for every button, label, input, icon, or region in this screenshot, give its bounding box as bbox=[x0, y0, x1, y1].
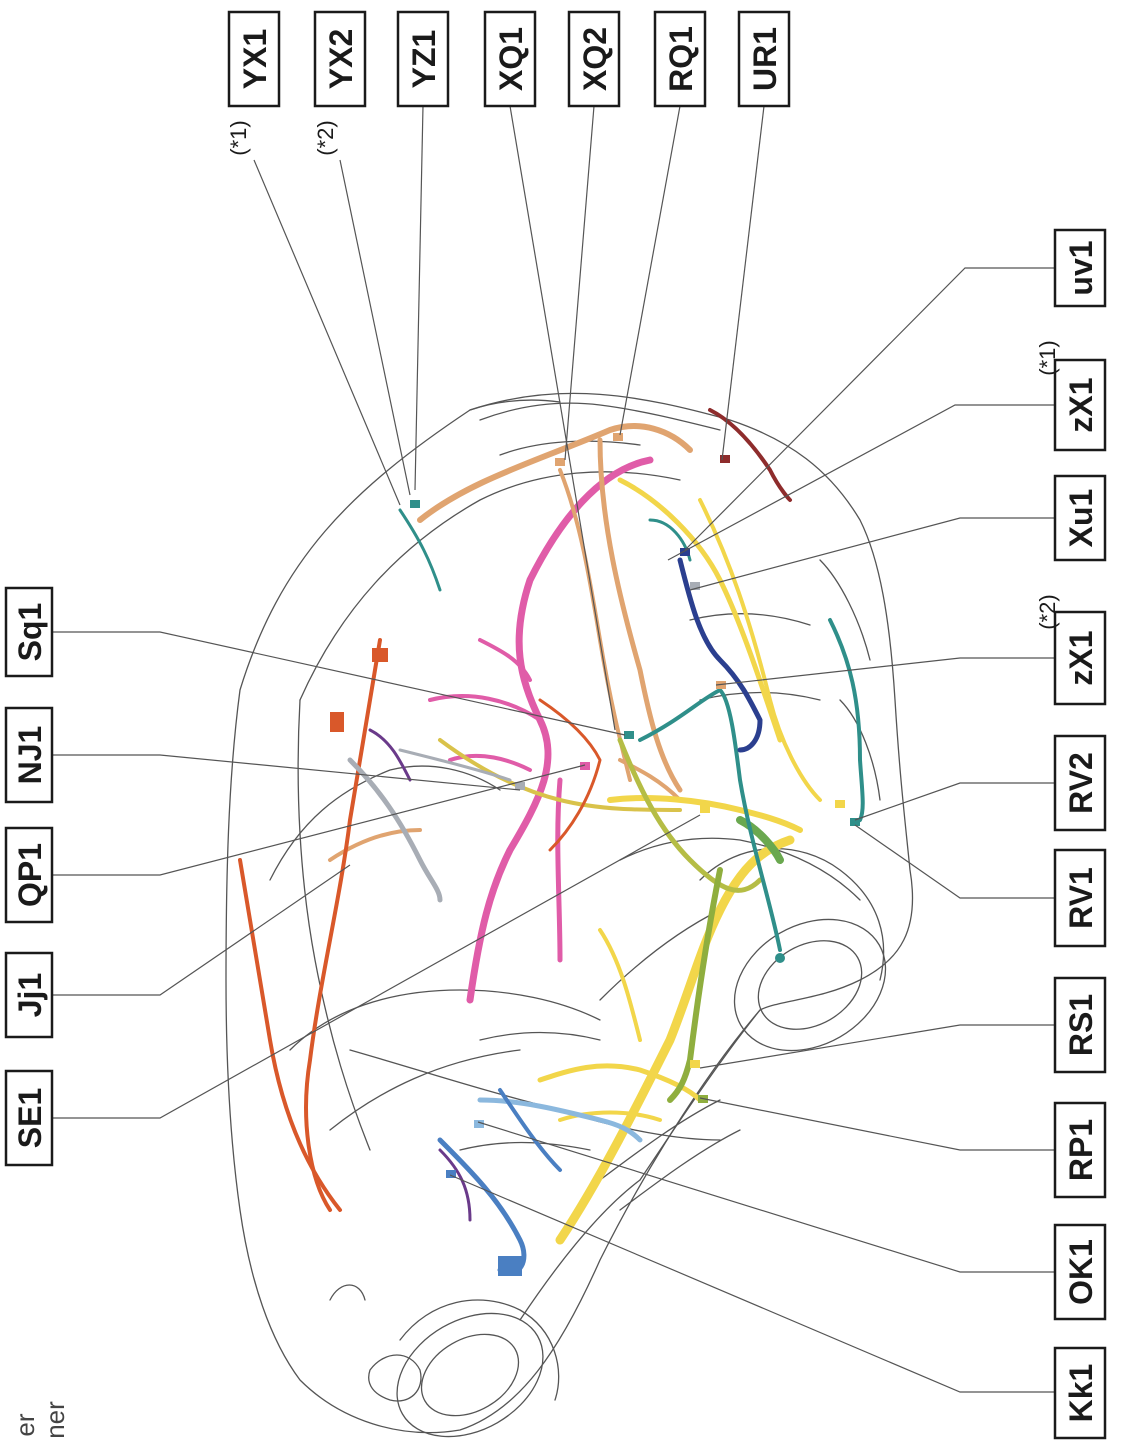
leader-zX1a bbox=[667, 404, 1055, 561]
teal-harness bbox=[638, 688, 782, 952]
label-SE1: SE1 bbox=[12, 1088, 48, 1148]
leader-Jj1 bbox=[52, 864, 351, 996]
fragment-1: er bbox=[10, 1413, 40, 1436]
label-boxes bbox=[4, 10, 1107, 1440]
leader-SE1 bbox=[52, 814, 701, 1119]
grey-harness bbox=[347, 757, 443, 903]
label-zX1a: zX1 bbox=[1063, 377, 1099, 432]
leader-Sq1 bbox=[52, 631, 626, 736]
leader-QP1 bbox=[52, 764, 586, 876]
box-zX1b bbox=[1053, 610, 1107, 706]
fragment-2: ner bbox=[40, 1401, 70, 1439]
leader-zX1b bbox=[715, 657, 1055, 686]
label-texts: YX1 YX2 YZ1 XQ1 XQ2 RQ1 UR1 uv1 zX1 Xu1 … bbox=[12, 26, 1099, 1422]
note-YX2: (*2) bbox=[313, 120, 338, 155]
box-Jj1 bbox=[4, 951, 54, 1039]
leader-Xu1 bbox=[689, 517, 1055, 591]
label-Jj1: Jj1 bbox=[12, 973, 48, 1017]
label-Sq1: Sq1 bbox=[12, 603, 48, 662]
label-notes: (*1) (*2) (*1) (*2) bbox=[226, 120, 1060, 629]
note-zX1b: (*2) bbox=[1035, 594, 1060, 629]
note-zX1a: (*1) bbox=[1035, 340, 1060, 375]
box-RV1 bbox=[1053, 848, 1107, 948]
label-uv1: uv1 bbox=[1063, 240, 1099, 295]
box-uv1 bbox=[1053, 228, 1107, 308]
label-YX2: YX2 bbox=[323, 29, 359, 89]
leader-RP1 bbox=[699, 1097, 1055, 1151]
box-Kk1 bbox=[1053, 1346, 1107, 1440]
leader-Kk1 bbox=[449, 1174, 1055, 1393]
label-YZ1: YZ1 bbox=[406, 30, 442, 89]
leader-XQ1 bbox=[509, 105, 616, 731]
box-YZ1 bbox=[396, 10, 450, 108]
box-Sq1 bbox=[4, 586, 54, 678]
box-UR1 bbox=[737, 10, 791, 108]
purple-harness bbox=[438, 1148, 472, 1222]
leader-YX2 bbox=[339, 159, 411, 496]
leader-YX1 bbox=[253, 159, 401, 506]
box-XQ2 bbox=[567, 10, 621, 108]
tan-harness bbox=[417, 423, 693, 523]
leader-NJ1 bbox=[52, 754, 521, 791]
blue-harness bbox=[437, 1137, 527, 1276]
label-QP1: QP1 bbox=[12, 843, 48, 907]
maroon-harness bbox=[708, 408, 792, 502]
leader-RQ1 bbox=[619, 105, 681, 436]
leader-RV2 bbox=[854, 782, 1055, 821]
note-YX1: (*1) bbox=[226, 120, 251, 155]
vehicle-body-outline bbox=[225, 392, 914, 1438]
box-NJ1 bbox=[4, 706, 54, 804]
label-OK1: OK1 bbox=[1063, 1239, 1099, 1305]
leader-XQ2 bbox=[564, 105, 595, 461]
cropped-text-fragments: er ner bbox=[10, 1401, 70, 1439]
yellow-harness bbox=[555, 835, 795, 1245]
label-YX1: YX1 bbox=[237, 29, 273, 89]
label-XQ2: XQ2 bbox=[577, 27, 613, 91]
label-XQ1: XQ1 bbox=[493, 27, 529, 91]
label-RV1: RV1 bbox=[1063, 867, 1099, 929]
box-OK1 bbox=[1053, 1223, 1107, 1321]
leader-RV1 bbox=[854, 824, 1055, 899]
box-RV2 bbox=[1053, 734, 1107, 832]
olive-harness bbox=[617, 737, 763, 893]
navy-harness bbox=[677, 557, 763, 753]
leader-uv1 bbox=[684, 267, 1055, 551]
label-NJ1: NJ1 bbox=[12, 726, 48, 785]
box-RQ1 bbox=[653, 10, 707, 108]
leader-OK1 bbox=[477, 1121, 1055, 1273]
box-XQ1 bbox=[483, 10, 537, 108]
label-zX1b: zX1 bbox=[1063, 630, 1099, 685]
box-RP1 bbox=[1053, 1101, 1107, 1199]
wiring-harness-routes bbox=[238, 408, 865, 1276]
label-RS1: RS1 bbox=[1063, 994, 1099, 1056]
box-SE1 bbox=[4, 1069, 54, 1167]
label-RP1: RP1 bbox=[1063, 1119, 1099, 1181]
box-YX2 bbox=[313, 10, 367, 108]
orange-harness bbox=[304, 638, 382, 1212]
leader-UR1 bbox=[721, 105, 765, 461]
label-Xu1: Xu1 bbox=[1063, 489, 1099, 548]
box-RS1 bbox=[1053, 976, 1107, 1074]
box-YX1 bbox=[227, 10, 281, 108]
box-Xu1 bbox=[1053, 474, 1107, 562]
box-QP1 bbox=[4, 826, 54, 924]
leader-RS1 bbox=[699, 1024, 1055, 1069]
label-Kk1: Kk1 bbox=[1063, 1364, 1099, 1423]
leader-YZ1 bbox=[414, 105, 424, 491]
label-UR1: UR1 bbox=[747, 27, 783, 91]
box-zX1a bbox=[1053, 358, 1107, 452]
label-RV2: RV2 bbox=[1063, 752, 1099, 814]
label-RQ1: RQ1 bbox=[663, 26, 699, 92]
leader-lines bbox=[52, 105, 1055, 1393]
